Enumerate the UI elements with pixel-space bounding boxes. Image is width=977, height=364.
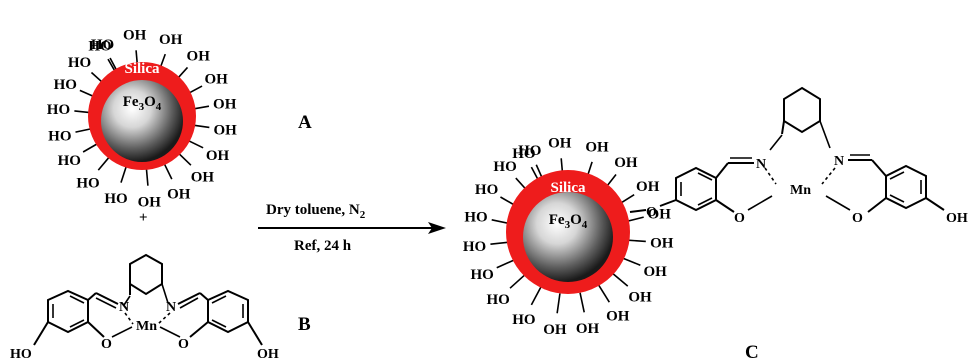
hydroxyl-label: OH: [548, 135, 572, 151]
hydroxyl-bond: [621, 256, 641, 266]
hydroxyl-label: HO: [518, 143, 541, 159]
hydroxyl-label: HO: [91, 37, 114, 53]
hydroxyl-label: HO: [486, 292, 509, 308]
phenoxide-o-right: O: [178, 337, 189, 352]
core-label: Fe3O4: [549, 212, 588, 231]
hydroxyl-bond: [120, 165, 128, 183]
hydroxyl-label: HO: [493, 159, 516, 175]
hydroxyl-label: HO: [47, 102, 70, 118]
hydroxyl-bond: [579, 292, 585, 313]
hydroxyl-label: OH: [159, 32, 183, 48]
hydroxyl-label: HO: [463, 239, 486, 255]
hydroxyl-bond: [598, 284, 611, 303]
hydroxyl-bond: [163, 162, 173, 180]
magnetite-core: [101, 80, 183, 162]
hydroxyl-label: HO: [58, 153, 81, 169]
hydroxyl-right: OH: [257, 347, 279, 362]
imine-n-right: N: [166, 300, 176, 315]
hydroxyl-label: OH: [191, 169, 215, 185]
hydroxyl-label: OH: [648, 206, 672, 222]
condition-time: Ref, 24 h: [294, 238, 352, 254]
compound-label-c: C: [745, 342, 759, 363]
hydroxyl-label: OH: [206, 148, 230, 164]
reaction-arrow: [258, 222, 446, 234]
hydroxyl-label: OH: [576, 321, 600, 337]
hydroxyl-label: OH: [628, 289, 652, 305]
hydroxyl-label: OH: [167, 186, 191, 202]
hydroxyl-label: HO: [68, 55, 91, 71]
hydroxyl-label: HO: [48, 128, 71, 144]
phenoxide-o-right: O: [852, 211, 863, 226]
hydroxyl-label: HO: [54, 77, 77, 93]
plus-sign: +: [139, 210, 148, 226]
hydroxyl-label: OH: [213, 96, 237, 112]
hydroxyl-label: HO: [464, 209, 487, 225]
compound-label-b: B: [298, 314, 311, 335]
hydroxyl-bond: [509, 274, 526, 289]
silica-label: Silica: [550, 180, 586, 196]
imine-n-right: N: [834, 154, 844, 169]
hydroxyl-bond: [496, 258, 516, 269]
hydroxyl-bond: [530, 286, 542, 306]
condition-solvent: Dry toluene, N2: [266, 202, 366, 221]
hydroxyl-label: HO: [512, 312, 535, 328]
mn-salen-complex-b: N N Mn O O HO OH: [10, 253, 279, 362]
magnetite-core: [523, 192, 613, 282]
hydroxyl-label: OH: [614, 155, 638, 171]
phenoxide-o-left: O: [101, 337, 112, 352]
hydroxyl-bond: [611, 272, 629, 287]
hydroxyl-label: HO: [470, 267, 493, 283]
hydroxyl-label: HO: [76, 175, 99, 191]
anchored-mn-salen-complex: O N N Mn O O OH: [629, 86, 968, 226]
hydroxyl-left: HO: [10, 347, 32, 362]
hydroxyl-label: HO: [475, 182, 498, 198]
linker-o: O: [646, 205, 657, 220]
compound-label-a: A: [298, 112, 312, 133]
hydroxyl-bond: [177, 152, 192, 166]
hydroxyl-label: OH: [138, 195, 162, 211]
hydroxyl-label: OH: [204, 72, 228, 88]
hydroxyl-bond: [97, 155, 111, 171]
imine-n-left: N: [756, 157, 766, 172]
hydroxyl-label: OH: [214, 123, 238, 139]
metal-mn: Mn: [136, 319, 157, 334]
hydroxyl-label: OH: [585, 140, 609, 156]
hydroxyl-bond: [82, 142, 100, 153]
hydroxyl-right: OH: [946, 211, 968, 226]
hydroxyl-label: HO: [104, 191, 127, 207]
hydroxyl-label: HO: [512, 146, 535, 162]
hydroxyl-label: OH: [650, 236, 674, 252]
imine-n-left: N: [119, 300, 129, 315]
hydroxyl-bond: [556, 293, 561, 314]
hydroxyl-label: OH: [543, 322, 567, 338]
metal-mn: Mn: [790, 183, 811, 198]
hydroxyl-label: OH: [636, 179, 660, 195]
silica-label: Silica: [124, 61, 160, 77]
hydroxyl-bond: [145, 167, 149, 186]
hydroxyl-label: OH: [123, 27, 147, 43]
core-label: Fe3O4: [123, 94, 162, 113]
hydroxyl-label: OH: [187, 49, 211, 65]
hydroxyl-label: HO: [88, 38, 111, 54]
phenoxide-o-left: O: [734, 211, 745, 226]
hydroxyl-label: OH: [606, 309, 630, 325]
hydroxyl-label: OH: [643, 264, 667, 280]
